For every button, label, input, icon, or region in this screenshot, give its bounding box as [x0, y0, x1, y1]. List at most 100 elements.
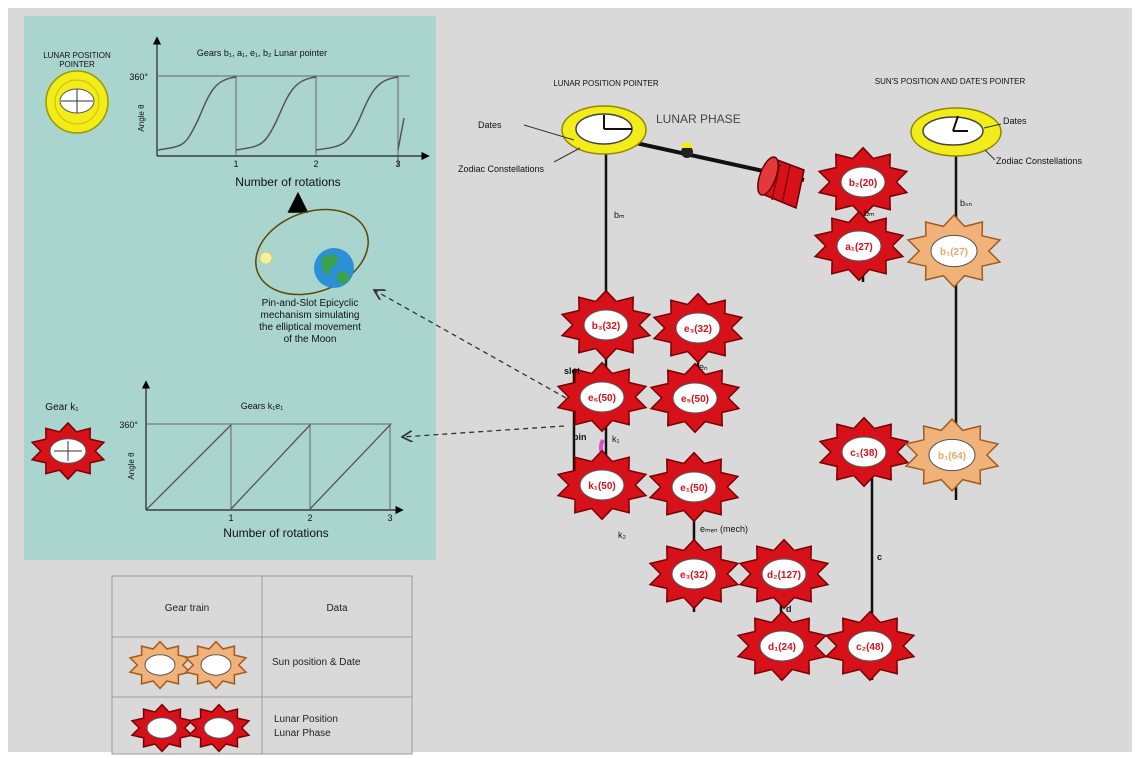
gear-hub [761, 558, 807, 590]
sun-pointer-title: SUN'S POSITION AND DATE'S POINTER [875, 77, 1026, 86]
gear-hub [583, 309, 629, 341]
gear-label: c₁(38) [850, 448, 877, 459]
epicycle-caption-2: mechanism simulating [261, 310, 360, 321]
gear-label: b₃(32) [592, 321, 621, 332]
gear-label: e₅(50) [681, 394, 709, 405]
lunar-pointer-icon [45, 70, 109, 134]
label-c: c [877, 552, 882, 562]
bottom-graph-line-3 [309, 424, 391, 510]
pointer-label-line1: LUNAR POSITION [43, 51, 111, 60]
top-graph-x-tick-3: 3 [395, 159, 400, 169]
gear-label: e₁(50) [680, 483, 707, 494]
label-ee: eₙ [699, 362, 708, 372]
gear-hub [930, 234, 978, 268]
gear-e3-bottom: e₃(32) [648, 538, 740, 610]
dashed-arrow-to-graph [402, 425, 565, 437]
lunar-phase-label: LUNAR PHASE [656, 112, 741, 126]
gear-c2: c₂(48) [824, 610, 916, 682]
gear-e1: e₁(50) [648, 451, 740, 523]
legend-header-data: Data [326, 603, 348, 614]
gear-b1-27: b₁(27) [906, 214, 1002, 288]
top-graph-curve-3 [315, 76, 399, 151]
top-graph-curve-1 [157, 76, 237, 151]
label-pin: pin [573, 432, 587, 442]
epicycle-orbit-illustration [255, 208, 369, 296]
legend-row1-text: Sun position & Date [272, 657, 361, 668]
label-k1-link: k₁ [612, 434, 620, 444]
gear-label: k₁(50) [588, 481, 615, 492]
gear-hub [840, 166, 886, 198]
gear-label: c₂(48) [856, 642, 884, 653]
gear-label: d₂(127) [767, 570, 801, 581]
leader-dates-left [523, 124, 575, 141]
phase-ball [681, 146, 693, 158]
moon-icon [259, 251, 273, 265]
bottom-graph-x-tick-1: 1 [228, 513, 233, 523]
legend-row2-line1: Lunar Position [274, 714, 338, 725]
top-graph [152, 36, 430, 166]
leader-zodiac-right [984, 149, 996, 161]
bottom-graph-line-2 [230, 424, 311, 510]
gear-k1-label: Gear k₁ [45, 402, 79, 413]
legend-gear-red [130, 703, 194, 753]
top-graph-curve-2 [235, 76, 317, 151]
bottom-graph-line-1 [146, 424, 232, 510]
gear-hub [675, 312, 721, 344]
gear-hub [200, 654, 232, 676]
bottom-graph-y-label: Angle θ [127, 452, 136, 480]
legend-header-gear: Gear train [165, 603, 209, 614]
label-slot: slot [564, 366, 580, 376]
phase-ball-lit [681, 142, 693, 148]
label-k2: k₂ [618, 530, 627, 540]
legend-gear-orange [184, 640, 248, 690]
bottom-graph-x-label: Number of rotations [223, 526, 328, 540]
lunar-position-dial [561, 105, 647, 155]
gear-d1: d₁(24) [736, 610, 828, 682]
gear-label: e₃(32) [684, 324, 712, 335]
gear-e6: e₆(50) [556, 361, 648, 433]
gear-e3-top: e₃(32) [652, 292, 744, 364]
dates-left-label: Dates [478, 120, 502, 130]
gear-label: a₁(27) [845, 242, 872, 253]
gear-k1: k₁(50) [556, 449, 648, 521]
gear-hub [146, 717, 178, 739]
epicycle-caption-3: the elliptical movement [259, 322, 361, 333]
bottom-graph-x-tick-2: 2 [307, 513, 312, 523]
bottom-graph [141, 380, 404, 515]
gear-hub [144, 654, 176, 676]
sun-position-dial [910, 107, 1002, 157]
gear-b2: b₂(20) [817, 146, 909, 218]
legend-gear-red [187, 703, 251, 753]
gear-hub [671, 471, 717, 503]
gear-hub [579, 469, 625, 501]
gear-hub [671, 558, 717, 590]
bottom-graph-title: Gears k₁e₁ [241, 401, 284, 411]
gear-label: b₂(20) [849, 178, 877, 189]
gear-d2: d₂(127) [738, 538, 830, 610]
earth-icon [314, 248, 354, 288]
top-graph-y-label: Angle θ [137, 104, 146, 132]
gear-b1-64: b₁(64) [904, 418, 1000, 492]
top-graph-x-tick-2: 2 [313, 159, 318, 169]
epicycle-caption-1: Pin-and-Slot Epicyclic [262, 298, 359, 309]
gear-e5: e₅(50) [649, 362, 741, 434]
gear-b3: b₃(32) [560, 289, 652, 361]
gear-hub [928, 438, 976, 472]
bottom-graph-y-tick: 360° [119, 420, 138, 430]
top-graph-x-tick-1: 1 [233, 159, 238, 169]
gear-label: e₆(50) [588, 393, 616, 404]
gear-layer: b₂(20) a₁(27) b₁(27) b₃(32) e₃(32) e₆(50… [556, 146, 1002, 682]
zodiac-right-label: Zodiac Constellations [996, 156, 1083, 166]
legend-row2-line2: Lunar Phase [274, 728, 331, 739]
gear-a1-27: a₁(27) [813, 210, 905, 282]
gear-label: e₃(32) [680, 570, 708, 581]
gear-hub [672, 382, 718, 414]
gear-hub [203, 717, 235, 739]
pointer-label-line2: POINTER [59, 60, 95, 69]
legend-gear-orange [128, 640, 192, 690]
gear-hub [759, 630, 805, 662]
zodiac-left-label: Zodiac Constellations [458, 164, 545, 174]
leader-dates-right [983, 123, 1002, 129]
leader-zodiac-left [553, 147, 581, 163]
